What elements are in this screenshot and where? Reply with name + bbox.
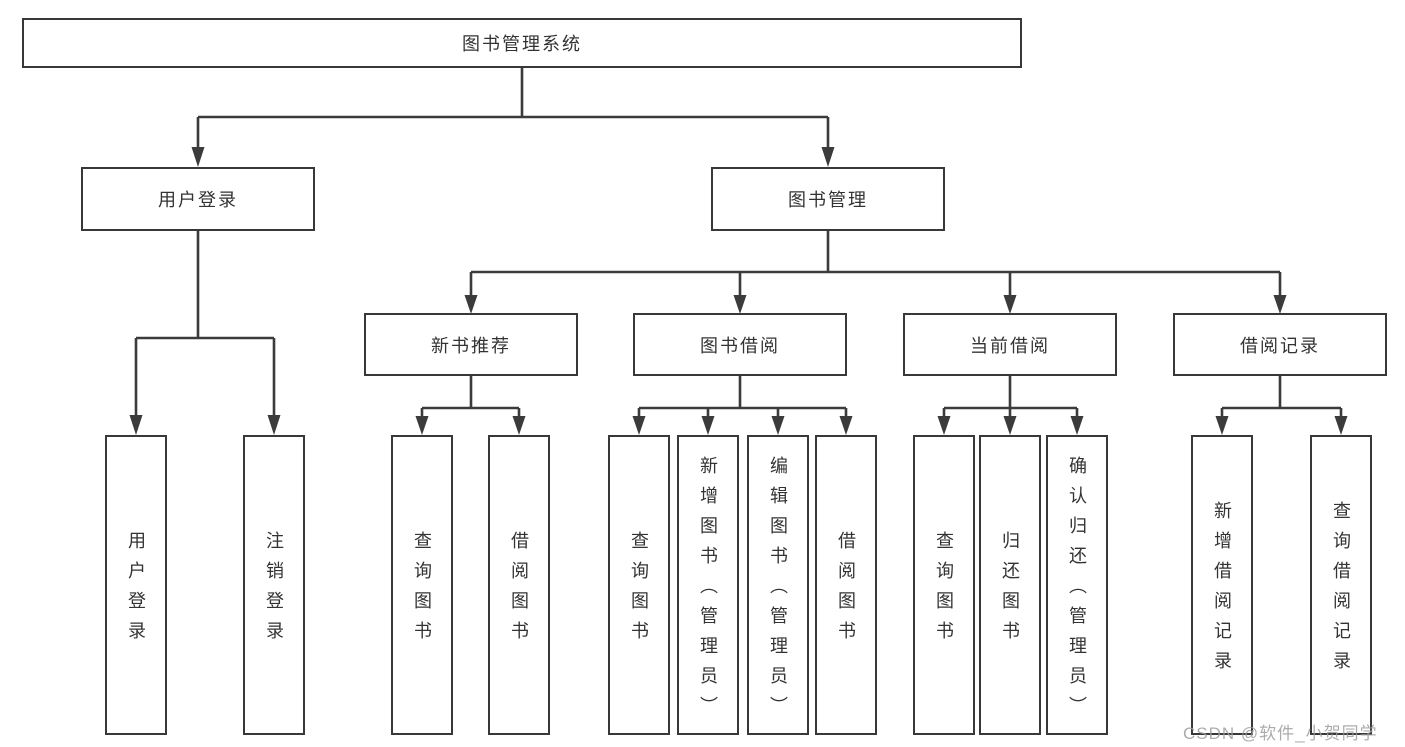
connector-root-to-level2 <box>191 68 835 167</box>
connector-current-borrow-to-leaves <box>937 376 1084 435</box>
node-leaf-query-book-current: 查询图书 <box>913 435 975 735</box>
node-leaf-add-book-admin: 新增图书（管理员） <box>677 435 739 735</box>
node-leaf-borrow-book-recommend: 借阅图书 <box>488 435 550 735</box>
node-book-borrow: 图书借阅 <box>633 313 847 376</box>
connector-book-borrow-to-leaves <box>632 376 853 435</box>
node-leaf-borrow-book: 借阅图书 <box>815 435 877 735</box>
node-book-management: 图书管理 <box>711 167 945 231</box>
node-leaf-query-borrow-record: 查询借阅记录 <box>1310 435 1372 735</box>
csdn-watermark: CSDN @软件_小贺同学 <box>1183 724 1378 743</box>
node-leaf-confirm-return-admin: 确认归还（管理员） <box>1046 435 1108 735</box>
node-root-library-management-system: 图书管理系统 <box>22 18 1022 68</box>
node-leaf-query-book-recommend: 查询图书 <box>391 435 453 735</box>
node-leaf-add-borrow-record: 新增借阅记录 <box>1191 435 1253 735</box>
node-user-login: 用户登录 <box>81 167 315 231</box>
connector-borrow-record-to-leaves <box>1215 376 1348 435</box>
node-leaf-user-login: 用户登录 <box>105 435 167 735</box>
node-leaf-return-book: 归还图书 <box>979 435 1041 735</box>
node-leaf-edit-book-admin: 编辑图书（管理员） <box>747 435 809 735</box>
node-leaf-query-book-borrow: 查询图书 <box>608 435 670 735</box>
node-new-book-recommend: 新书推荐 <box>364 313 578 376</box>
connector-book-management-to-level3 <box>464 231 1287 314</box>
connector-user-login-to-leaves <box>129 231 281 435</box>
node-current-borrow: 当前借阅 <box>903 313 1117 376</box>
node-borrow-record: 借阅记录 <box>1173 313 1387 376</box>
connector-new-book-recommend-to-leaves <box>415 376 526 435</box>
node-leaf-logout: 注销登录 <box>243 435 305 735</box>
